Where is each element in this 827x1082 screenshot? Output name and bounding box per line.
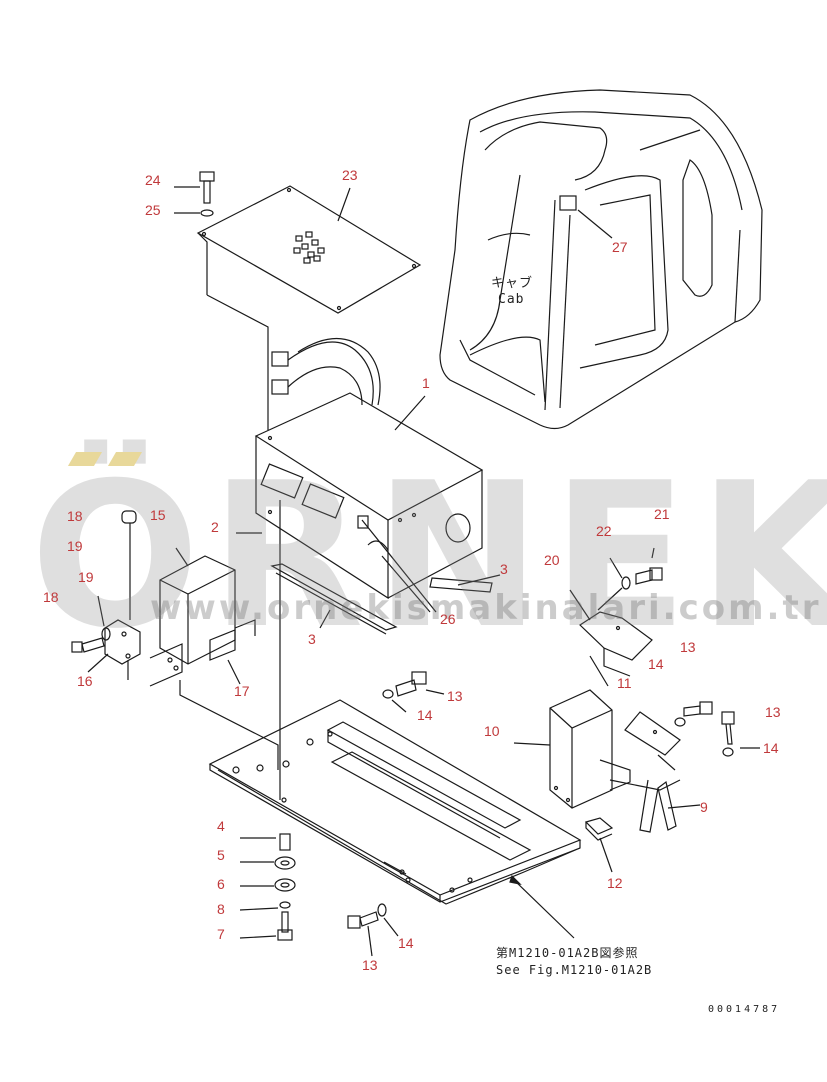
callout-13-mid: 13 <box>447 688 463 704</box>
bar-3-lower <box>270 563 398 635</box>
callout-11: 11 <box>617 675 632 691</box>
washer-22 <box>621 576 631 590</box>
callout-14-mid: 14 <box>417 707 433 723</box>
bolt-18 <box>71 637 105 653</box>
washer-14-right <box>674 717 734 757</box>
reference-note-en: See Fig.M1210-01A2B <box>496 963 653 977</box>
callout-24: 24 <box>145 172 161 188</box>
washer-19 <box>101 627 111 641</box>
washer-14-bottom <box>377 903 387 917</box>
bracket-near-13 <box>609 711 681 791</box>
callout-2: 2 <box>211 519 219 535</box>
watermark-brand: ÖRNEK <box>30 440 827 673</box>
wire-harness <box>271 337 381 406</box>
callout-23: 23 <box>342 167 358 183</box>
callout-21: 21 <box>654 506 670 522</box>
callout-4: 4 <box>217 818 225 834</box>
washer-25 <box>174 209 214 217</box>
relay-box <box>513 655 631 809</box>
callout-18-top: 18 <box>67 508 83 524</box>
bolt-21 <box>635 547 663 585</box>
watermark-url: www.ornekismakinalari.com.tr <box>150 588 822 628</box>
bolt-24 <box>174 171 215 204</box>
washer-14-mid <box>382 689 394 699</box>
callout-17: 17 <box>234 683 250 699</box>
relay-bracket <box>104 510 279 770</box>
callout-16: 16 <box>77 673 93 689</box>
callout-22: 22 <box>596 523 612 539</box>
mount-stack <box>239 833 296 941</box>
cab-label-jp: キャブ <box>491 276 534 291</box>
callout-12: 12 <box>607 875 623 891</box>
callout-13-bottom: 13 <box>362 957 378 973</box>
bolt-13-bottom <box>347 911 379 929</box>
cab-label-en: Cab <box>498 292 525 307</box>
callout-19-mid: 19 <box>78 569 94 585</box>
callout-20: 20 <box>544 552 560 568</box>
callout-3-lower: 3 <box>308 631 316 647</box>
u-clip <box>639 779 677 833</box>
reference-note-jp: 第M1210-01A2B図参照 <box>496 946 639 960</box>
callout-3-right: 3 <box>500 561 508 577</box>
callout-1: 1 <box>422 375 430 391</box>
callout-9: 9 <box>700 799 708 815</box>
bolt-13-right <box>683 701 735 745</box>
callout-5: 5 <box>217 847 225 863</box>
callout-19-top: 19 <box>67 538 83 554</box>
bolt-13-mid <box>395 671 427 697</box>
cover-plate <box>196 185 422 430</box>
controller-box <box>254 392 484 600</box>
callout-13-upper: 13 <box>680 639 696 655</box>
callout-14-bottom: 14 <box>398 935 414 951</box>
drawing-number: 00014787 <box>708 1004 781 1015</box>
callout-13-right: 13 <box>765 704 781 720</box>
callout-18-mid: 18 <box>43 589 59 605</box>
clip-12 <box>584 817 614 841</box>
callout-7: 7 <box>217 926 225 942</box>
callout-25: 25 <box>145 202 161 218</box>
callout-8: 8 <box>217 901 225 917</box>
callout-15: 15 <box>150 507 166 523</box>
base-plate <box>208 500 582 939</box>
callout-26: 26 <box>440 611 456 627</box>
callout-10: 10 <box>484 723 500 739</box>
cab-frame <box>439 89 763 430</box>
callout-14-right: 14 <box>763 740 779 756</box>
callout-14-upper: 14 <box>648 656 664 672</box>
callout-27: 27 <box>612 239 628 255</box>
bracket-20 <box>579 611 653 677</box>
callout-6: 6 <box>217 876 225 892</box>
